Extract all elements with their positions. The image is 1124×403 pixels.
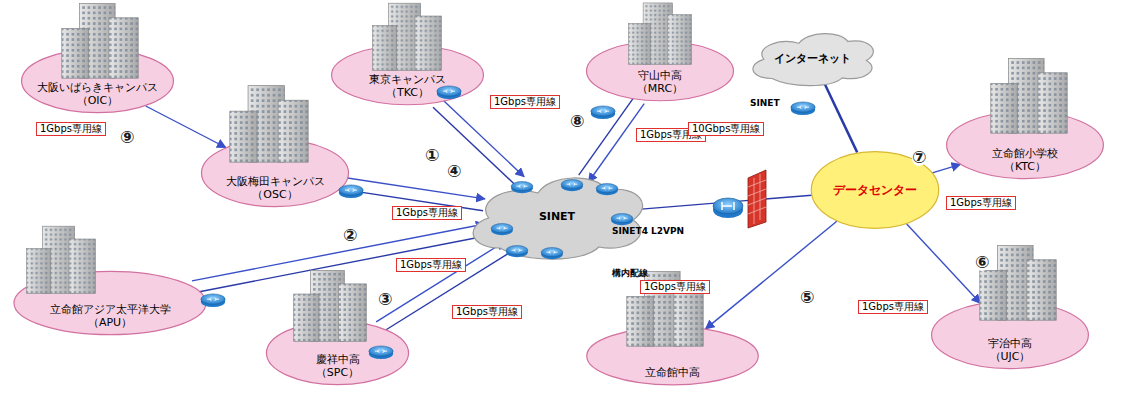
node-text: インターネット: [774, 52, 851, 65]
line-spec-label: 1Gbps専用線: [396, 258, 466, 272]
keisho-school: 慶祥中高（SPC）: [265, 320, 410, 386]
link-line: [579, 97, 635, 175]
line-spec-label: 1Gbps専用線: [36, 122, 106, 136]
callout-number: ⑧: [570, 112, 584, 130]
router-icons: [201, 86, 815, 359]
osaka-umeda-campus: 大阪梅田キャンパス（OSC）: [200, 138, 350, 208]
node-text: （TKC）: [386, 86, 429, 99]
osaka-ibaraki-campus: 大阪いばらきキャンパス（OIC）: [20, 48, 175, 114]
ritsumeikan-school: 立命館中高: [585, 326, 760, 386]
node-text: （SPC）: [316, 366, 359, 379]
callout-number: ⑦: [912, 148, 926, 166]
apu-campus: 立命館アジア太平洋大学（APU）: [12, 270, 208, 336]
primary-school: 立命館小学校（KTC）: [945, 110, 1105, 180]
note-label: SINET4 L2VPN: [612, 226, 684, 236]
node-text: 大阪梅田キャンパス: [226, 175, 325, 188]
tokyo-campus: 東京キャンパス（TKC）: [330, 44, 485, 106]
node-text: （OSC）: [252, 188, 297, 201]
node-text: 宇治中高: [988, 337, 1032, 350]
link-line: [194, 236, 487, 293]
link-line: [824, 83, 857, 152]
node-text: 立命館中高: [645, 366, 700, 379]
link-line: [706, 221, 837, 329]
node-text: 守山中高: [638, 69, 682, 82]
note-label: SINET: [750, 98, 780, 108]
link-line: [589, 104, 645, 182]
link-line: [192, 224, 485, 281]
link-line: [383, 252, 512, 332]
node-text: （APU）: [88, 316, 132, 329]
note-label: 構内配線: [612, 268, 648, 278]
callout-number: ②: [343, 226, 357, 244]
line-spec-label: 1Gbps専用線: [452, 305, 522, 319]
internet-cloud: インターネット: [745, 26, 880, 90]
node-text: 慶祥中高: [316, 353, 360, 366]
node-text: 大阪いばらきキャンパス: [37, 81, 158, 94]
node-text: （OIC）: [77, 94, 119, 107]
line-spec-label: 1Gbps専用線: [640, 280, 710, 294]
line-spec-label: 1Gbps専用線: [392, 206, 462, 220]
node-text: （MRC）: [637, 82, 683, 95]
link-line: [346, 178, 485, 199]
sinet-cloud: SINET: [462, 166, 652, 266]
node-text: SINET: [539, 210, 575, 223]
link-line: [907, 224, 981, 303]
callout-number: ⑨: [120, 128, 134, 146]
node-text: （UJC）: [990, 350, 1031, 363]
callout-number: ⑤: [800, 288, 814, 306]
link-line: [632, 195, 812, 210]
node-text: （KTC）: [1004, 160, 1046, 173]
line-spec-label: 1Gbps専用線: [858, 300, 928, 314]
dc-router-and-firewall: [713, 170, 766, 228]
line-spec-label: 1Gbps専用線: [490, 95, 560, 109]
node-text: 東京キャンパス: [369, 73, 446, 86]
moriyama-school: 守山中高（MRC）: [585, 40, 735, 102]
line-spec-label: 1Gbps専用線: [946, 196, 1016, 210]
callout-number: ④: [447, 162, 461, 180]
line-spec-label: 10Gbps専用線: [688, 122, 764, 136]
link-line: [932, 164, 960, 172]
node-text: 立命館小学校: [992, 147, 1058, 160]
callout-number: ⑥: [975, 253, 989, 271]
node-text: データセンター: [833, 184, 917, 197]
link-line: [146, 106, 226, 148]
uji-school: 宇治中高（UJC）: [930, 300, 1090, 370]
node-text: 立命館アジア太平洋大学: [50, 303, 171, 316]
link-line: [433, 107, 516, 185]
callout-number: ③: [378, 290, 392, 308]
callout-number: ①: [425, 146, 439, 164]
